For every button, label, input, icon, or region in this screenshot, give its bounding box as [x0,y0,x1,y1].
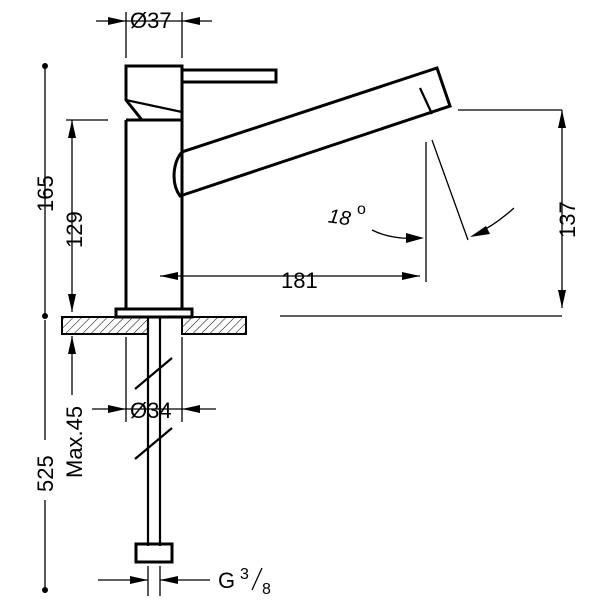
dim-outlet-height: 137 [555,110,580,308]
extension-lines [66,12,562,596]
label-body-diameter: Ø37 [130,8,172,33]
label-deck-thickness: Max.45 [62,406,87,478]
label-spout-angle: 18 [327,205,352,230]
countertop-deck [61,316,247,335]
label-body-height: 129 [62,211,87,248]
label-mounting-hole: Ø34 [130,398,172,423]
label-outlet-height: 137 [555,201,580,238]
dim-overall-height: 165 [33,63,58,319]
label-thread-g: G [218,568,235,593]
faucet-spout [172,66,452,198]
label-overall-height: 165 [33,175,58,212]
dim-spout-reach: 181 [160,268,420,293]
label-spout-reach: 181 [281,268,318,293]
dim-deck-thickness: Max.45 [62,336,87,478]
label-spout-angle-unit: o [357,201,366,218]
label-hose-length: 525 [33,455,58,492]
dim-hose-length: 525 [33,320,58,593]
dim-body-diameter: Ø37 [96,8,212,33]
dim-spout-angle: 18 o [327,201,515,243]
faucet-body [114,118,194,319]
dim-mounting-hole: Ø34 [92,398,216,423]
label-thread-num: 3 [240,566,249,583]
label-thread-den: 8 [262,581,271,598]
dim-connection-thread: G 3 8 [98,566,271,598]
supply-hose [134,317,174,564]
dim-body-height: 129 [62,120,87,312]
faucet-handle [124,64,278,122]
